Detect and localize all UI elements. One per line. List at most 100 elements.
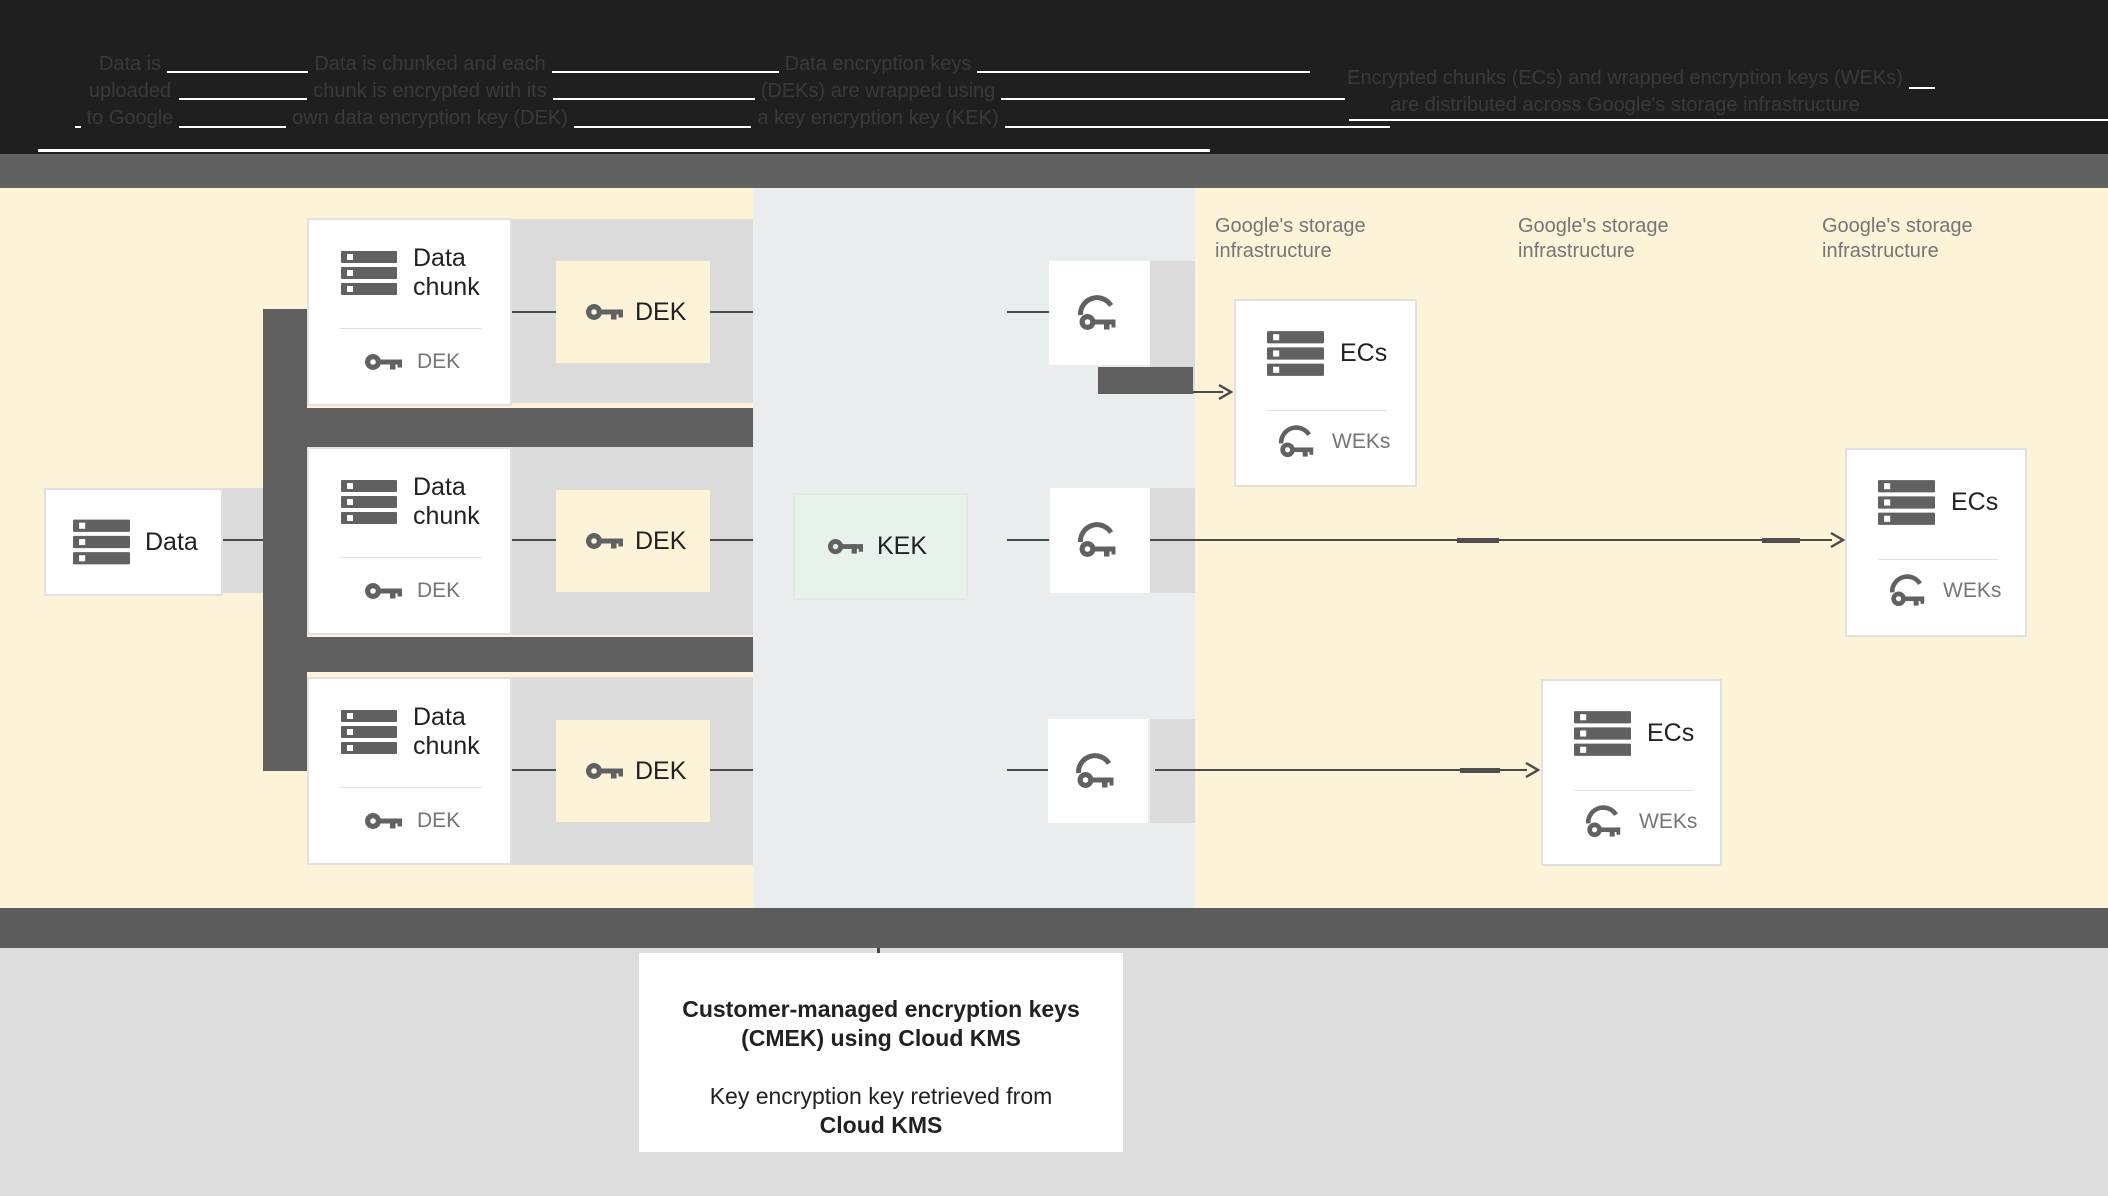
arrow-line-to-ecs3 <box>1155 769 1527 771</box>
caption-subtitle-line: Cloud KMS <box>819 1112 943 1138</box>
wrapped-key-box <box>1050 488 1150 593</box>
card-divider <box>1878 559 1998 560</box>
header-rule-line <box>38 149 1210 152</box>
chunk-split-bar <box>263 408 753 447</box>
ecs-box: ECs WEKs <box>1845 448 2027 637</box>
kek-box: KEK <box>793 493 968 600</box>
arrowhead-icon <box>1217 383 1233 401</box>
key-icon <box>364 581 402 602</box>
data-box: Data <box>44 488 223 596</box>
arrowhead-icon <box>1829 531 1845 549</box>
arrow-dash <box>1762 538 1800 543</box>
connector-line <box>710 539 753 541</box>
header-step-upload: Data is uploaded to Google <box>55 51 205 132</box>
ecs-box: ECs WEKs <box>1541 679 1722 866</box>
wrapped-key-thick-connector <box>1098 367 1193 394</box>
caption-spacer <box>639 1053 1123 1082</box>
dek-box-label: DEK <box>635 756 687 785</box>
top-divider-bar <box>0 154 2108 188</box>
header-rule-line <box>75 126 1390 128</box>
arrow-line-to-ecs1 <box>1193 391 1223 393</box>
arrow-dash <box>1460 768 1500 773</box>
wrapped-key-icon <box>1889 574 1931 608</box>
header-band: Data is uploaded to Google Data is chunk… <box>0 0 2108 154</box>
ecs-key-label: WEKs <box>1332 430 1391 453</box>
key-icon <box>364 811 402 832</box>
card-divider <box>340 787 482 788</box>
data-icon <box>1878 480 1935 525</box>
connector-line <box>1007 311 1049 313</box>
dek-box: DEK <box>556 720 710 822</box>
dek-box: DEK <box>556 490 710 592</box>
ecs-title: ECs <box>1340 339 1388 367</box>
key-icon <box>827 537 863 557</box>
header-step-wrap: Data encryption keys (DEKs) are wrapped … <box>710 51 1046 132</box>
wrapped-key-icon <box>1585 805 1627 839</box>
caption-title-line: (CMEK) using Cloud KMS <box>741 1025 1021 1051</box>
ecs-title: ECs <box>1951 488 1999 516</box>
wrapped-key-box <box>1048 719 1148 823</box>
header-rule-line <box>163 71 1310 73</box>
ecs-key-label: WEKs <box>1639 810 1698 833</box>
data-icon <box>1267 331 1324 376</box>
wrapped-key-icon <box>1278 425 1320 459</box>
key-icon <box>364 352 402 373</box>
wrapped-key-icon <box>1075 752 1121 790</box>
connector-line <box>710 769 753 771</box>
connector-line <box>1007 539 1049 541</box>
card-divider <box>1574 790 1694 791</box>
header-step-chunk: Data is chunked and each chunk is encryp… <box>250 51 610 132</box>
caption-tick <box>877 948 880 955</box>
key-icon <box>585 531 623 552</box>
caption-subtitle-line: Key encryption key retrieved from <box>709 1083 1053 1109</box>
dek-box-label: DEK <box>635 526 687 555</box>
card-divider <box>1267 410 1387 411</box>
wrapped-key-icon <box>1077 294 1123 332</box>
wrapped-key-icon <box>1077 522 1123 559</box>
card-divider <box>340 328 482 329</box>
dek-box: DEK <box>556 261 710 363</box>
connector-line <box>710 311 753 313</box>
connector-line <box>512 311 556 313</box>
data-icon <box>341 480 397 524</box>
bottom-divider-bar <box>0 908 2108 948</box>
wrapped-key-box <box>1049 261 1150 365</box>
data-icon <box>73 519 130 565</box>
data-icon <box>341 251 397 295</box>
chunk-split-bar <box>263 637 753 672</box>
chunk-key-label: DEK <box>417 579 461 602</box>
chunk-key-label: DEK <box>417 809 461 832</box>
wrapped-key-band <box>1150 719 1195 823</box>
connector-line <box>223 539 263 541</box>
key-icon <box>585 302 623 323</box>
header-rule-line <box>1349 119 2108 121</box>
chunk-key-label: DEK <box>417 350 461 373</box>
data-icon <box>1574 711 1631 756</box>
arrowhead-icon <box>1524 761 1540 779</box>
ecs-box: ECs WEKs <box>1234 299 1417 487</box>
arrow-dash <box>1457 538 1499 543</box>
caption-title-line: Customer-managed encryption keys <box>682 996 1080 1022</box>
connector-line <box>512 769 556 771</box>
key-icon <box>585 761 623 782</box>
dek-box-label: DEK <box>635 297 687 326</box>
data-box-label: Data <box>145 527 198 556</box>
ecs-title: ECs <box>1647 719 1695 747</box>
chunk-split-trunk <box>263 309 307 771</box>
card-divider <box>340 557 482 558</box>
ecs-key-label: WEKs <box>1943 579 2002 602</box>
connector-line <box>1007 769 1049 771</box>
data-icon <box>341 710 397 754</box>
kek-box-label: KEK <box>877 532 928 560</box>
connector-line <box>512 539 556 541</box>
